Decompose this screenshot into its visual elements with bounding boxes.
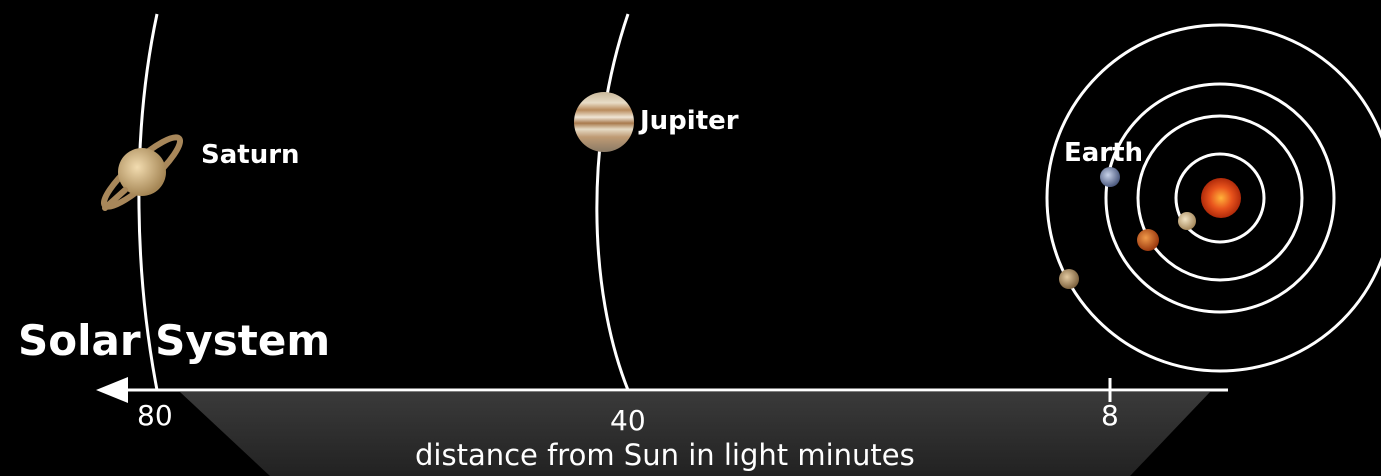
mercury-planet-icon (1059, 269, 1079, 289)
venus-planet-icon (1178, 212, 1196, 230)
jupiter-planet-icon (574, 92, 634, 152)
saturn-orbit (137, 13, 159, 391)
jupiter-orbit (595, 13, 630, 391)
earth-label: Earth (1064, 138, 1143, 168)
earth-planet-icon (1100, 167, 1120, 187)
jupiter-label: Jupiter (638, 106, 739, 136)
tick-label-8: 8 (1101, 399, 1119, 432)
axis-shadow-wedge (180, 392, 1210, 476)
sun-icon (1201, 178, 1241, 218)
axis-arrow-icon (96, 377, 128, 403)
saturn-label: Saturn (201, 140, 300, 170)
venus-orbit (1136, 114, 1304, 282)
tick-label-80: 80 (137, 399, 173, 432)
axis-caption: distance from Sun in light minutes (415, 438, 915, 472)
tick-label-40: 40 (610, 404, 646, 437)
mercury-orbit (1174, 152, 1266, 244)
mars-orbit (1104, 82, 1336, 314)
saturn-planet-icon (100, 134, 184, 211)
diagram-title: Solar System (18, 316, 330, 365)
mars-planet-icon (1137, 229, 1159, 251)
earth-orbit (1045, 23, 1381, 373)
